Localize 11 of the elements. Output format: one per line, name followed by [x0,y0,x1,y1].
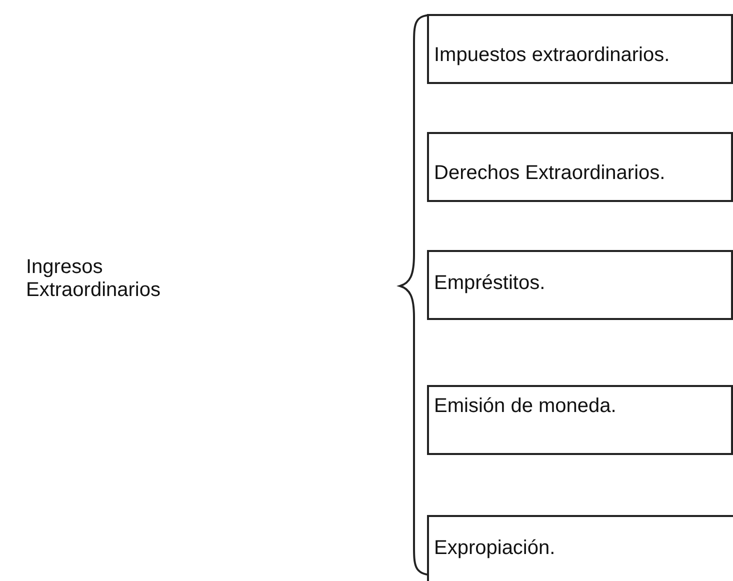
item-label: Impuestos extraordinarios. [434,44,670,67]
item-label: Emisión de moneda. [434,395,616,418]
text-box [427,385,733,455]
item-label: Empréstitos. [434,272,546,295]
text-box [427,515,733,581]
group-title: Ingresos Extraordinarios [26,256,162,302]
item-label: Derechos Extraordinarios. [434,162,666,185]
text-box [427,250,733,320]
text-box [427,14,733,84]
item-label: Expropiación. [434,537,556,560]
text-box [427,132,733,202]
